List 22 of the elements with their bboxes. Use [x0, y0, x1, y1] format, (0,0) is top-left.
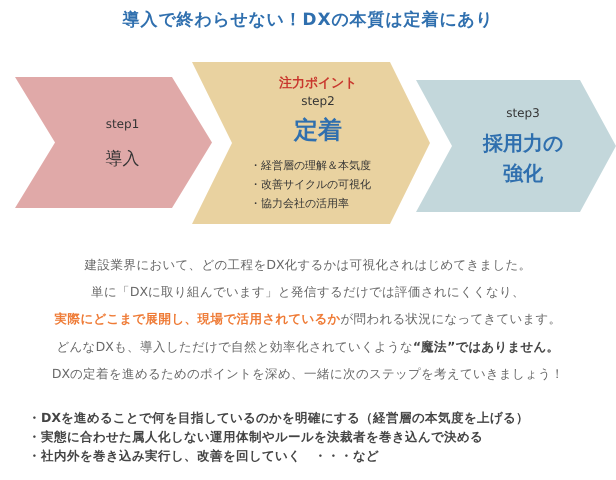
body-text: 建設業界において、どの工程をDX化するかは可視化されはじめてきました。	[83, 257, 533, 274]
bullet-text: ・DXを進めることで何を目指しているのかを明確にする（経営層の本気度を上げる）	[28, 410, 530, 427]
chevron-step	[416, 80, 616, 212]
bullet-item: ・協力会社の活用率	[250, 196, 349, 210]
step-label: step2	[301, 94, 335, 108]
heading: 導入で終わらせない！DXの本質は定着にあり	[121, 9, 495, 31]
step-label: step1	[106, 117, 140, 131]
chevron-step	[192, 62, 430, 224]
bullet-item: ・改善サイクルの可視化	[250, 176, 371, 192]
body-text: 単に「DXに取り組んでいます」と発信するだけでは評価されにくくなり、	[90, 284, 526, 301]
body-text: 実際にどこまで展開し、現場で活用されているかが問われる状況になってきています。	[54, 311, 562, 328]
bullet-text: ・実態に合わせた属人化しない運用体制やルールを決裁者を巻き込んで決める	[28, 429, 483, 446]
step-title: 定着	[294, 114, 342, 146]
chevron-step	[15, 77, 212, 208]
step-title: 採用力の強化	[482, 130, 564, 187]
bullet-item: ・経営層の理解＆本気度	[250, 158, 371, 172]
body-text: DXの定着を進めるためのポイントを深め、一緒に次のステップを考えていきましょう！	[50, 366, 566, 383]
step-title: 導入	[106, 148, 140, 170]
bullet-text: ・社内外を巻き込み実行し、改善を回していく ・・・など	[28, 448, 379, 465]
highlight-label: 注力ポイント	[279, 74, 357, 92]
step-label: step3	[506, 106, 540, 120]
body-text: どんなDXも、導入しただけで自然と効率化されていくような“魔法”ではありません。	[56, 339, 560, 356]
